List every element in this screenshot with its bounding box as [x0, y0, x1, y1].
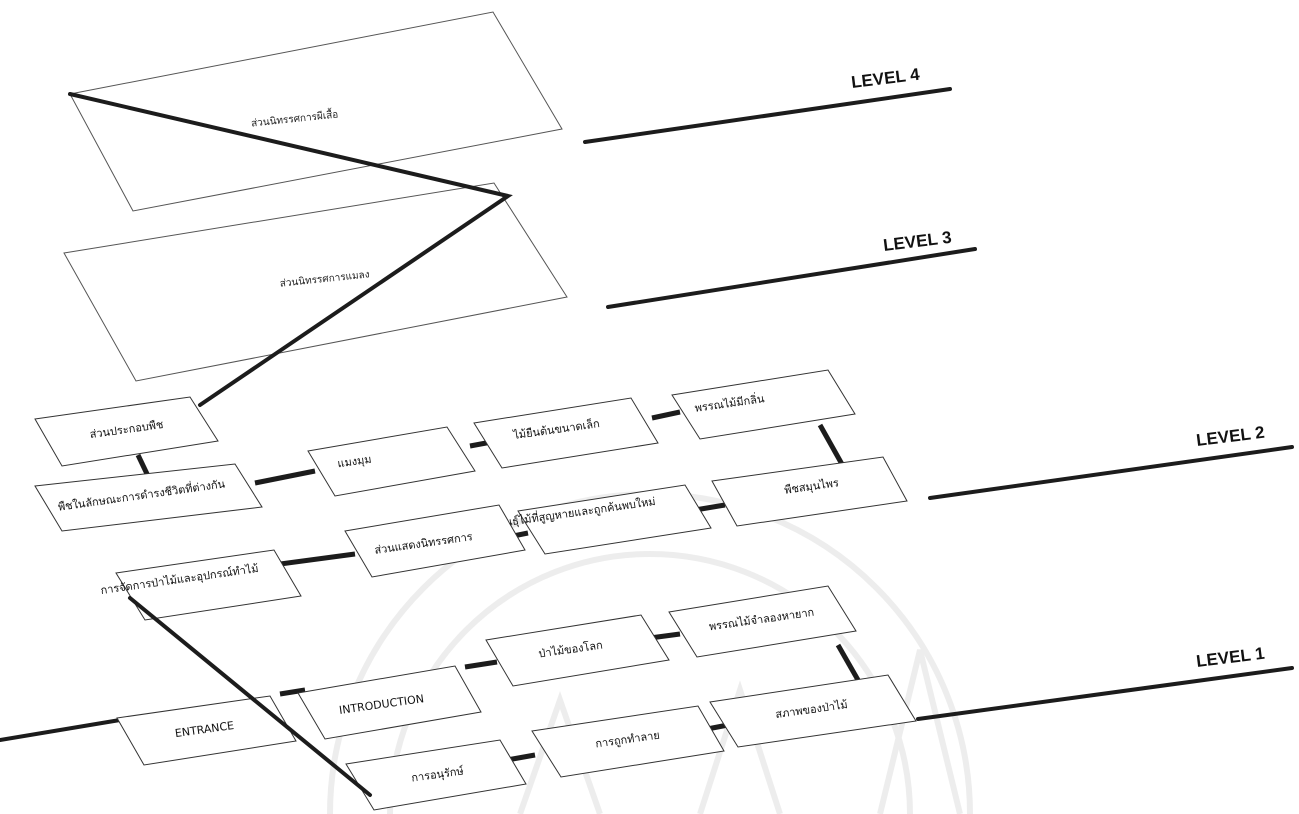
level-3-label: LEVEL 3: [882, 228, 952, 255]
node-conservation[interactable]: [345, 739, 527, 811]
connector-intro-worldforests: [464, 659, 498, 670]
level-1-nodes: ENTRANCE INTRODUCTION ป่าไม้ของโลก พรรณไ…: [116, 585, 917, 811]
plane-level-4-group: ส่วนนิทรรศการผีเสื้อ: [69, 11, 563, 212]
path-upper-levels: [68, 92, 513, 407]
level-3-marker: LEVEL 3: [606, 228, 977, 309]
connector-rareplants-condition: [835, 643, 861, 682]
node-herbs[interactable]: [711, 456, 908, 527]
vertical-paths: [68, 92, 513, 797]
node-plant-parts[interactable]: [34, 396, 219, 467]
level-2-marker: LEVEL 2: [928, 423, 1294, 500]
connector-fragrant-herbs: [817, 423, 846, 468]
level-1-label: LEVEL 1: [1195, 644, 1265, 671]
level-4-label: LEVEL 4: [850, 65, 921, 92]
node-rare-plants[interactable]: [668, 585, 857, 658]
level-2-nodes: ส่วนประกอบพืช พืชในลักษณะการดำรงชีวิตที่…: [34, 369, 908, 621]
connector-smalltrees-fragrant: [651, 409, 681, 421]
node-plant-lifestyles[interactable]: [34, 463, 263, 532]
plane-level-3: [63, 182, 568, 382]
entrance-approach-line: [0, 718, 122, 742]
connector-lifestyles-mangroves: [254, 468, 316, 486]
node-small-trees[interactable]: [473, 397, 659, 469]
node-forest-condition[interactable]: [709, 674, 917, 748]
node-introduction[interactable]: [297, 665, 482, 740]
node-destruction[interactable]: [531, 705, 725, 778]
connector-entrance-intro: [279, 687, 306, 697]
node-entrance[interactable]: [116, 695, 297, 766]
node-world-forests[interactable]: [485, 614, 670, 687]
connector-parts-lifestyles: [135, 453, 151, 478]
plane-level-4: [69, 11, 563, 212]
level-3-line: [606, 247, 977, 309]
level-2-line: [928, 445, 1294, 500]
level-1-marker: LEVEL 1: [916, 644, 1294, 721]
path-management-to-conservation: [128, 596, 372, 797]
node-mangroves[interactable]: [307, 426, 476, 497]
level-4-line: [583, 87, 952, 144]
node-fragrant-flowers[interactable]: [671, 369, 856, 440]
level-1-line: [916, 666, 1294, 721]
node-exhibition-display[interactable]: [344, 504, 526, 578]
node-mangroves-label: แมงมุม: [337, 453, 373, 471]
level-2-label: LEVEL 2: [1195, 423, 1265, 450]
node-rare-species[interactable]: [517, 484, 712, 555]
plane-level-3-group: ส่วนนิทรรศการแมลง: [63, 182, 568, 382]
level-4-marker: LEVEL 4: [583, 65, 952, 144]
